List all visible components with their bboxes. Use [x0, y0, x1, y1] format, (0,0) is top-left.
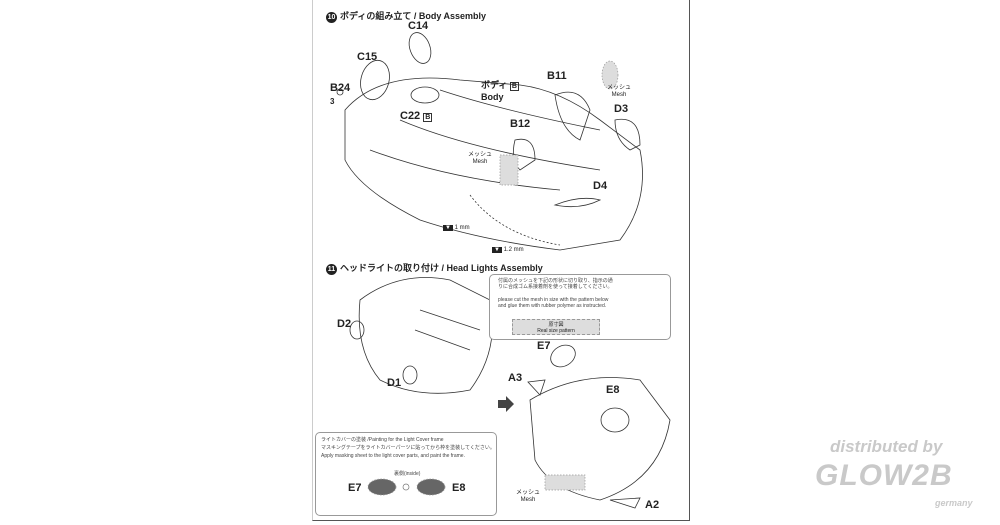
label-e7: E7 — [537, 340, 551, 352]
part-d2 — [349, 320, 365, 340]
light-cover-e7 — [367, 478, 397, 496]
label-d1: D1 — [387, 377, 402, 389]
paint-note-title: ライトカバーの塗装 /Painting for the Light Cover … — [321, 437, 444, 443]
part-b11 — [554, 91, 591, 141]
paint-note-box: ライトカバーの塗装 /Painting for the Light Cover … — [315, 432, 497, 516]
label-c14: C14 — [408, 20, 429, 32]
label-c22: C22 B — [400, 110, 433, 122]
paint-note-jp: マスキングテープをライトカバーパーツに貼ってから枠を塗装してください。 — [321, 445, 495, 451]
label-e8-cover: E8 — [452, 482, 466, 494]
part-c15 — [360, 59, 390, 101]
mesh-note-jp: 付属のメッシュを下記の形状に切り取り、指示の通りに合成ゴム系接着剤を使って接着し… — [498, 278, 613, 290]
step-title: ボディの組み立て / Body Assembly — [340, 11, 487, 21]
part-c14 — [408, 32, 432, 64]
drill-1-2mm: ▼ 1.2 mm — [492, 247, 524, 253]
step-number: 11 — [326, 264, 337, 275]
part-e8 — [600, 407, 630, 433]
car-front-outline — [358, 277, 493, 394]
mesh-note-en: please cut the mesh in size with the pat… — [498, 297, 609, 309]
inside-label: 裏側(inside) — [394, 471, 421, 477]
mesh-piece — [601, 60, 619, 90]
label-b24: B24 — [330, 82, 351, 94]
paint-note-en: Apply masking sheet to the light cover p… — [321, 453, 465, 459]
mesh-note-box: 付属のメッシュを下記の形状に切り取り、指示の通りに合成ゴム系接着剤を使って接着し… — [489, 274, 671, 340]
part-d1 — [402, 365, 418, 385]
watermark-text: distributed by — [830, 437, 943, 456]
label-d3: D3 — [614, 103, 629, 115]
step-number: 10 — [326, 12, 337, 23]
part-e7 — [550, 344, 576, 368]
label-a3: A3 — [508, 372, 523, 384]
label-b24-qty: 3 — [330, 97, 335, 106]
mesh-lower — [544, 474, 586, 491]
mesh-grille — [499, 154, 519, 186]
part-b12 — [512, 138, 536, 171]
arrow-icon — [498, 396, 514, 412]
part-d4 — [553, 197, 602, 208]
label-d2: D2 — [337, 318, 352, 330]
part-a2 — [609, 497, 641, 509]
step-title: ヘッドライトの取り付け / Head Lights Assembly — [340, 263, 543, 273]
symmetric-icon — [402, 483, 410, 491]
label-b12: B12 — [510, 118, 531, 130]
label-e7-cover: E7 — [348, 482, 362, 494]
part-d3 — [614, 118, 641, 151]
light-cover-e8 — [416, 478, 446, 496]
part-a3 — [527, 379, 546, 396]
label-d4: D4 — [593, 180, 608, 192]
instruction-page — [312, 0, 690, 521]
watermark-logo: GLOW2B — [815, 459, 953, 492]
watermark-country: germany — [935, 498, 973, 508]
label-c15: C15 — [357, 51, 378, 63]
label-e8: E8 — [606, 384, 620, 396]
label-a2: A2 — [645, 499, 660, 511]
drill-1mm: ▼ 1 mm — [443, 225, 470, 231]
body-outline — [344, 77, 643, 251]
label-b11: B11 — [547, 70, 567, 82]
